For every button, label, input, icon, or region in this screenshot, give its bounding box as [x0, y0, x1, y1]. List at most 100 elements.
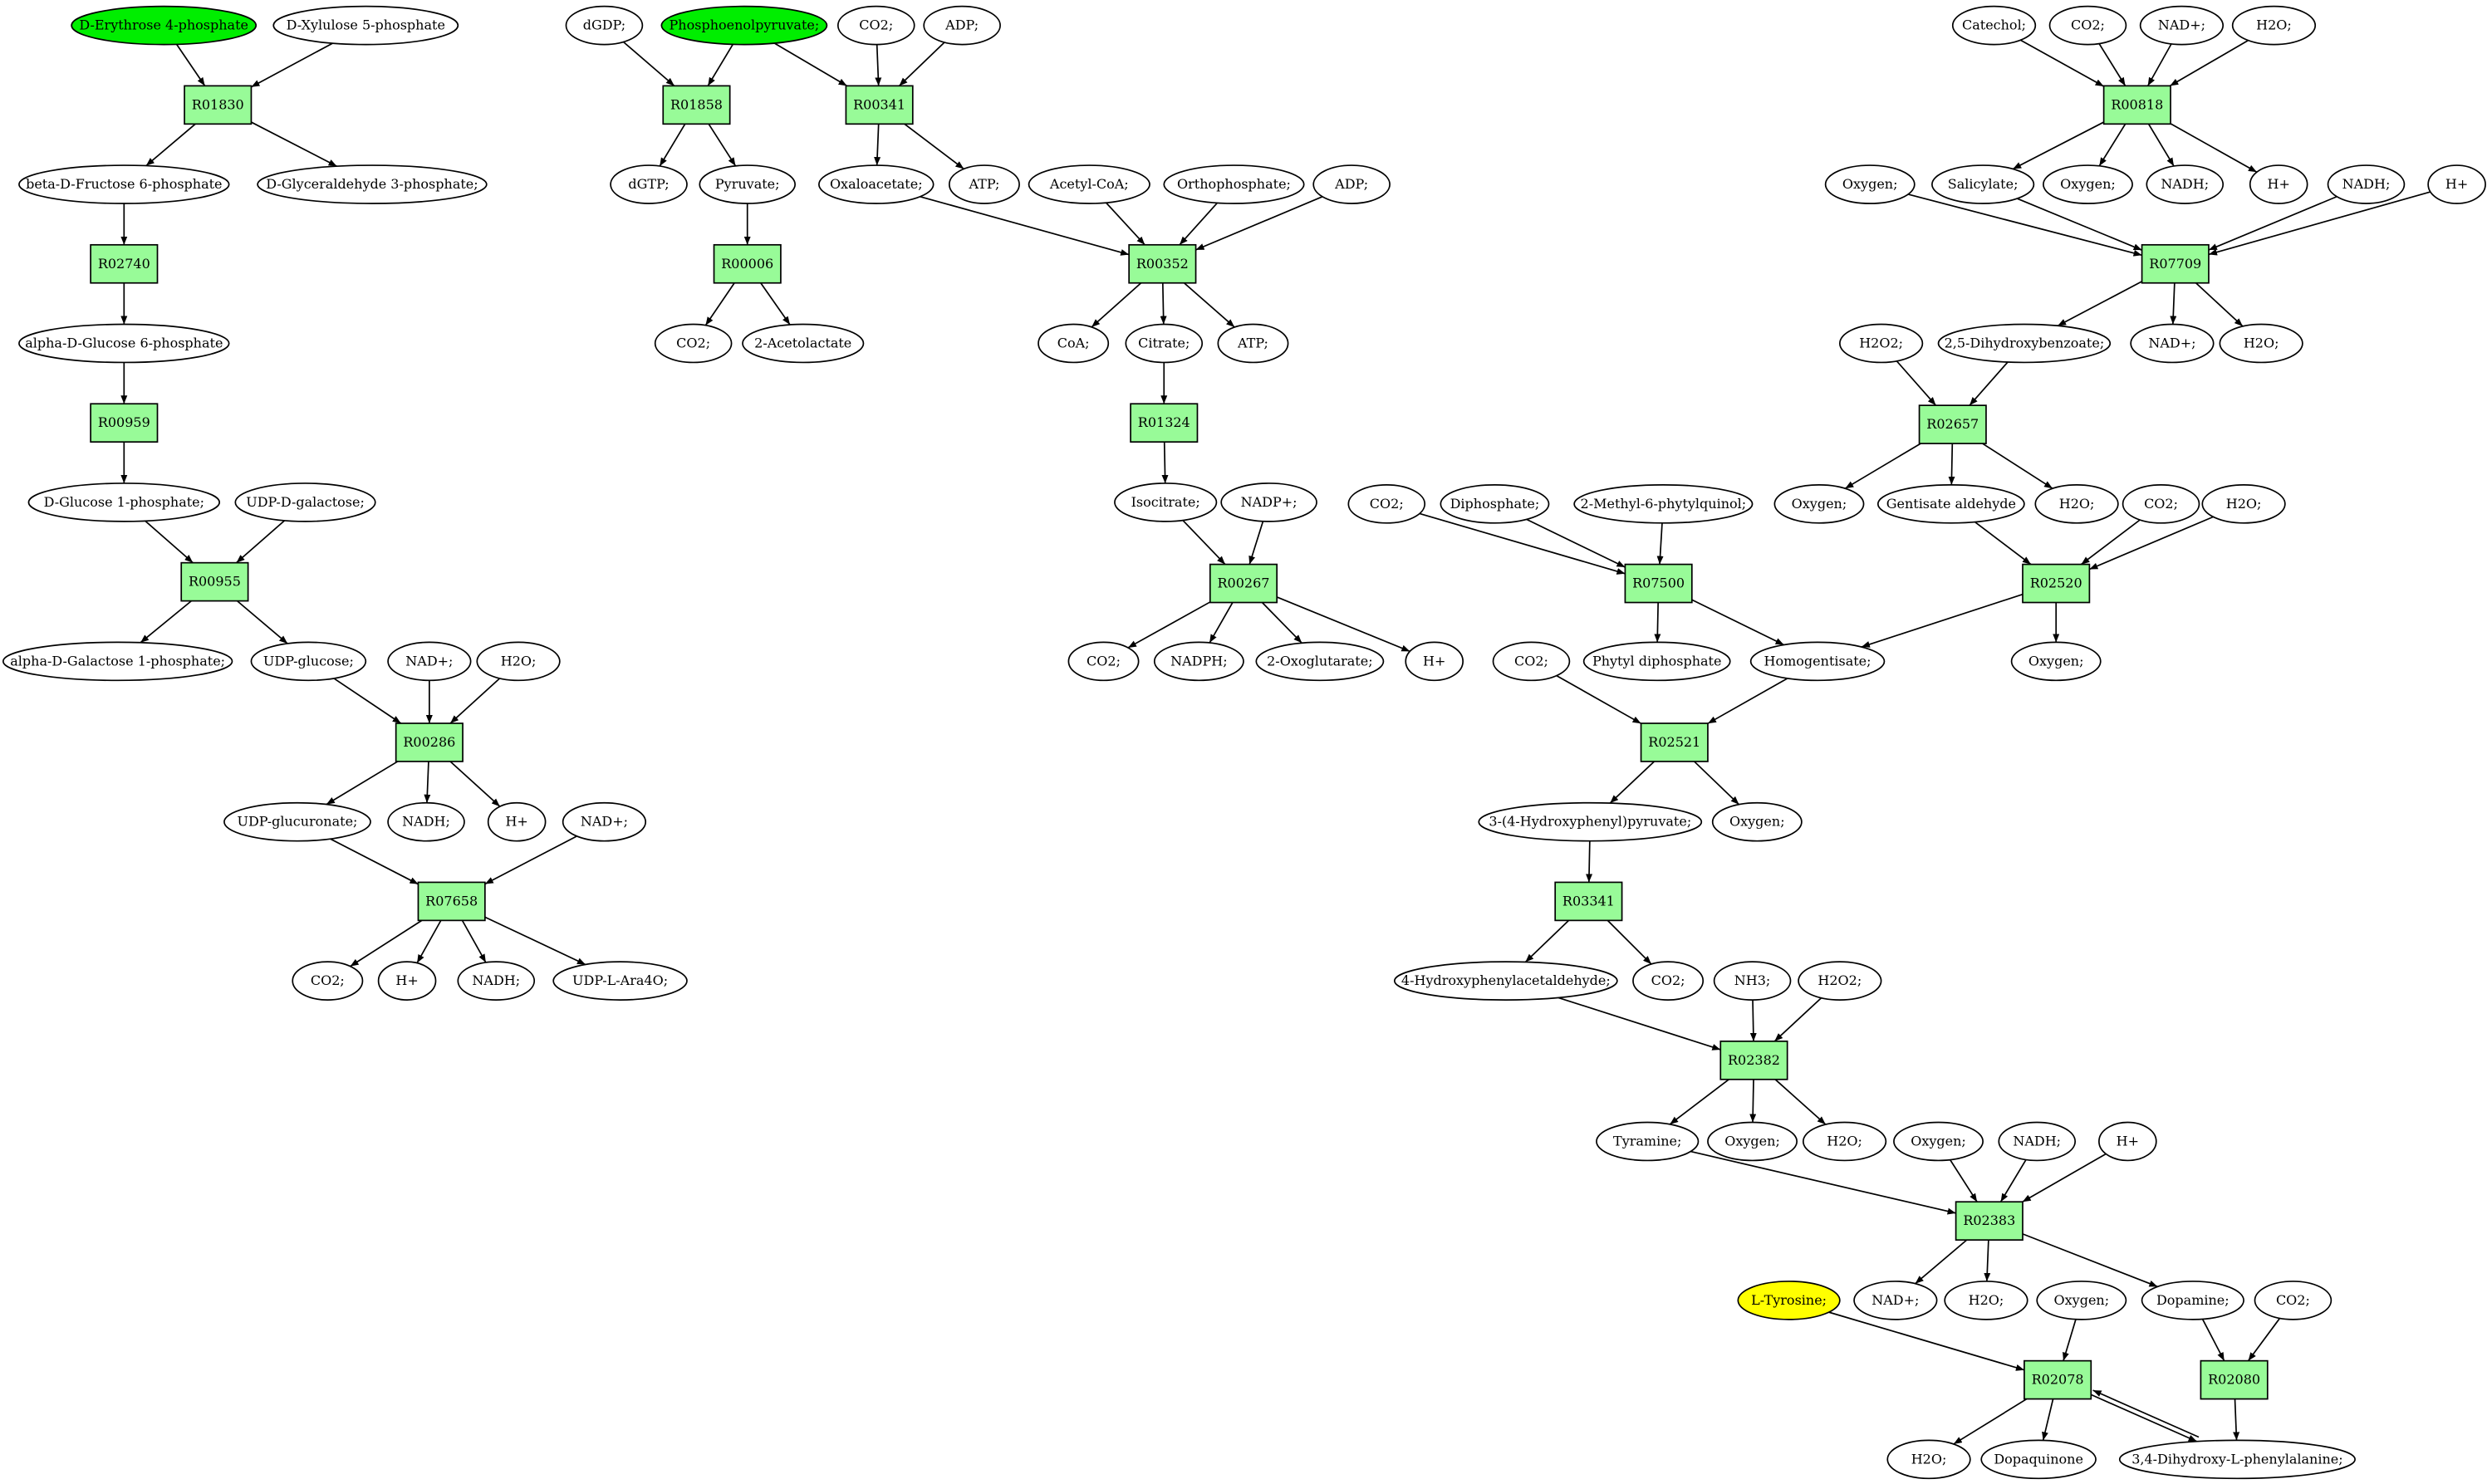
metabolite-node-h_3[interactable]: H+	[1405, 641, 1464, 682]
metabolite-node-dhb[interactable]: 2,5-Dihydroxybenzoate;	[1937, 323, 2112, 364]
metabolite-node-pep[interactable]: Phosphoenolpyruvate;	[660, 5, 828, 46]
metabolite-node-co2_7[interactable]: CO2;	[1347, 484, 1426, 524]
reaction-node-R02383[interactable]: R02383	[1955, 1201, 2024, 1242]
metabolite-node-nad_3[interactable]: NAD+;	[2139, 5, 2225, 46]
metabolite-node-h_4[interactable]: H+	[2249, 164, 2308, 204]
metabolite-node-nadh_3[interactable]: NADH;	[2146, 164, 2225, 204]
reaction-node-R01324[interactable]: R01324	[1130, 403, 1199, 443]
reaction-node-R07658[interactable]: R07658	[417, 881, 486, 922]
metabolite-node-atp_1[interactable]: ATP;	[948, 164, 1020, 204]
metabolite-node-x5p[interactable]: D-Xylulose 5-phosphate	[272, 5, 459, 46]
metabolite-node-co2_2[interactable]: CO2;	[836, 5, 915, 46]
metabolite-node-akg[interactable]: 2-Oxoglutarate;	[1255, 641, 1385, 682]
metabolite-node-oaa[interactable]: Oxaloacetate;	[818, 164, 934, 204]
metabolite-node-nadh_4[interactable]: NADH;	[2327, 164, 2406, 204]
metabolite-node-co2_6[interactable]: CO2;	[2122, 484, 2200, 524]
metabolite-node-adp_1[interactable]: ADP;	[923, 5, 1001, 46]
metabolite-node-h2o_5[interactable]: H2O;	[2201, 484, 2286, 524]
metabolite-node-hpa[interactable]: 4-Hydroxyphenylacetaldehyde;	[1393, 961, 1618, 1001]
metabolite-node-adp_2[interactable]: ADP;	[1312, 164, 1391, 204]
metabolite-node-phdp[interactable]: Phytyl diphosphate	[1582, 641, 1731, 682]
metabolite-node-udpgluc[interactable]: UDP-glucuronate;	[223, 801, 371, 842]
metabolite-node-o2_5[interactable]: Oxygen;	[1711, 801, 1803, 842]
metabolite-node-ldopa[interactable]: 3,4-Dihydroxy-L-phenylalanine;	[2118, 1439, 2356, 1480]
metabolite-node-co2_1[interactable]: CO2;	[292, 961, 364, 1001]
metabolite-node-h2o_1[interactable]: H2O;	[476, 641, 561, 682]
metabolite-node-g3p[interactable]: D-Glyceraldehyde 3-phosphate;	[257, 164, 488, 204]
metabolite-node-dq[interactable]: Dopaquinone	[1980, 1439, 2097, 1480]
reaction-node-R02080[interactable]: R02080	[2200, 1359, 2269, 1400]
reaction-node-R00959[interactable]: R00959	[90, 403, 159, 443]
metabolite-node-nadh_1[interactable]: NADH;	[387, 801, 465, 842]
metabolite-node-co2_10[interactable]: CO2;	[2254, 1281, 2333, 1320]
metabolite-node-o2_4[interactable]: Oxygen;	[2010, 641, 2102, 682]
reaction-node-R02521[interactable]: R02521	[1640, 722, 1709, 762]
reaction-node-R00267[interactable]: R00267	[1209, 563, 1278, 604]
reaction-node-R01830[interactable]: R01830	[184, 85, 253, 125]
metabolite-node-acl[interactable]: 2-Acetolactate	[742, 323, 865, 364]
metabolite-node-accoa[interactable]: Acetyl-CoA;	[1028, 164, 1150, 204]
reaction-node-R00286[interactable]: R00286	[395, 722, 464, 762]
metabolite-node-h2o_7[interactable]: H2O;	[1944, 1281, 2028, 1320]
metabolite-node-gent[interactable]: Gentisate aldehyde	[1876, 484, 2025, 524]
metabolite-node-o2_1[interactable]: Oxygen;	[1824, 164, 1916, 204]
metabolite-node-h2o_4[interactable]: H2O;	[2034, 484, 2119, 524]
metabolite-node-co2_4[interactable]: CO2;	[1067, 641, 1140, 682]
reaction-node-R02740[interactable]: R02740	[90, 243, 159, 284]
metabolite-node-udpglc[interactable]: UDP-glucose;	[250, 641, 367, 682]
metabolite-node-atp_2[interactable]: ATP;	[1217, 323, 1289, 364]
reaction-node-R02382[interactable]: R02382	[1719, 1041, 1788, 1080]
metabolite-node-udpara[interactable]: UDP-L-Ara4O;	[552, 961, 688, 1001]
metabolite-node-tyr[interactable]: L-Tyrosine;	[1737, 1281, 1841, 1320]
metabolite-node-e4p[interactable]: D-Erythrose 4-phosphate	[71, 5, 258, 46]
metabolite-node-f6p[interactable]: beta-D-Fructose 6-phosphate	[18, 164, 230, 204]
metabolite-node-dgdp[interactable]: dGDP;	[565, 5, 644, 46]
metabolite-node-nad_1[interactable]: NAD+;	[387, 641, 472, 682]
metabolite-node-nad_4[interactable]: NAD+;	[2130, 323, 2215, 364]
metabolite-node-gal1p[interactable]: alpha-D-Galactose 1-phosphate;	[2, 641, 233, 682]
metabolite-node-dgtp[interactable]: dGTP;	[610, 164, 688, 204]
metabolite-node-cat[interactable]: Catechol;	[1951, 5, 2037, 46]
reaction-node-R07500[interactable]: R07500	[1624, 563, 1693, 604]
metabolite-node-pi[interactable]: Orthophosphate;	[1163, 164, 1305, 204]
metabolite-node-o2_8[interactable]: Oxygen;	[2036, 1281, 2127, 1320]
reaction-node-R02520[interactable]: R02520	[2022, 563, 2091, 604]
metabolite-node-h_5[interactable]: H+	[2427, 164, 2486, 204]
reaction-node-R00818[interactable]: R00818	[2102, 85, 2171, 125]
metabolite-node-h_1[interactable]: H+	[487, 801, 547, 842]
metabolite-node-icit[interactable]: Isocitrate;	[1114, 482, 1218, 522]
reaction-node-R00006[interactable]: R00006	[713, 243, 782, 284]
reaction-node-R02657[interactable]: R02657	[1918, 404, 1987, 444]
reaction-node-R07709[interactable]: R07709	[2141, 243, 2210, 284]
metabolite-node-h2o_6[interactable]: H2O;	[1802, 1121, 1887, 1162]
metabolite-node-o2_3[interactable]: Oxygen;	[1773, 484, 1865, 524]
metabolite-node-h_6[interactable]: H+	[2098, 1121, 2157, 1162]
reaction-node-R03341[interactable]: R03341	[1554, 881, 1623, 922]
metabolite-node-h_2[interactable]: H+	[377, 961, 437, 1001]
metabolite-node-h2o_2[interactable]: H2O;	[2231, 5, 2317, 46]
metabolite-node-nadh_5[interactable]: NADH;	[1998, 1121, 2077, 1162]
metabolite-node-g6p[interactable]: alpha-D-Glucose 6-phosphate	[18, 323, 230, 364]
metabolite-node-nadh_2[interactable]: NADH;	[457, 961, 536, 1001]
metabolite-node-hpp[interactable]: 3-(4-Hydroxyphenyl)pyruvate;	[1478, 801, 1703, 842]
metabolite-node-sal[interactable]: Salicylate;	[1931, 164, 2035, 204]
metabolite-node-nadph[interactable]: NADPH;	[1153, 641, 1244, 682]
metabolite-node-h2o_3[interactable]: H2O;	[2219, 323, 2303, 364]
metabolite-node-h2o_8[interactable]: H2O;	[1886, 1439, 1971, 1480]
metabolite-node-nadp[interactable]: NADP+;	[1220, 482, 1317, 522]
metabolite-node-nh3[interactable]: NH3;	[1713, 961, 1792, 1001]
metabolite-node-udpgal[interactable]: UDP-D-galactose;	[234, 482, 376, 522]
metabolite-node-co2_5[interactable]: CO2;	[2048, 5, 2127, 46]
reaction-node-R00955[interactable]: R00955	[180, 561, 249, 602]
metabolite-node-g1p[interactable]: D-Glucose 1-phosphate;	[27, 482, 221, 522]
metabolite-node-cit[interactable]: Citrate;	[1125, 323, 1204, 364]
metabolite-node-h2o2_1[interactable]: H2O2;	[1838, 323, 1924, 364]
metabolite-node-co2_8[interactable]: CO2;	[1492, 641, 1571, 682]
metabolite-node-dopa_amine[interactable]: Dopamine;	[2141, 1281, 2244, 1320]
metabolite-node-pyr[interactable]: Pyruvate;	[699, 164, 796, 204]
reaction-node-R01858[interactable]: R01858	[662, 85, 731, 125]
metabolite-node-tyra[interactable]: Tyramine;	[1596, 1121, 1700, 1162]
metabolite-node-coa[interactable]: CoA;	[1038, 323, 1110, 364]
metabolite-node-hga[interactable]: Homogentisate;	[1749, 641, 1886, 682]
metabolite-node-co2_3[interactable]: CO2;	[654, 323, 733, 364]
